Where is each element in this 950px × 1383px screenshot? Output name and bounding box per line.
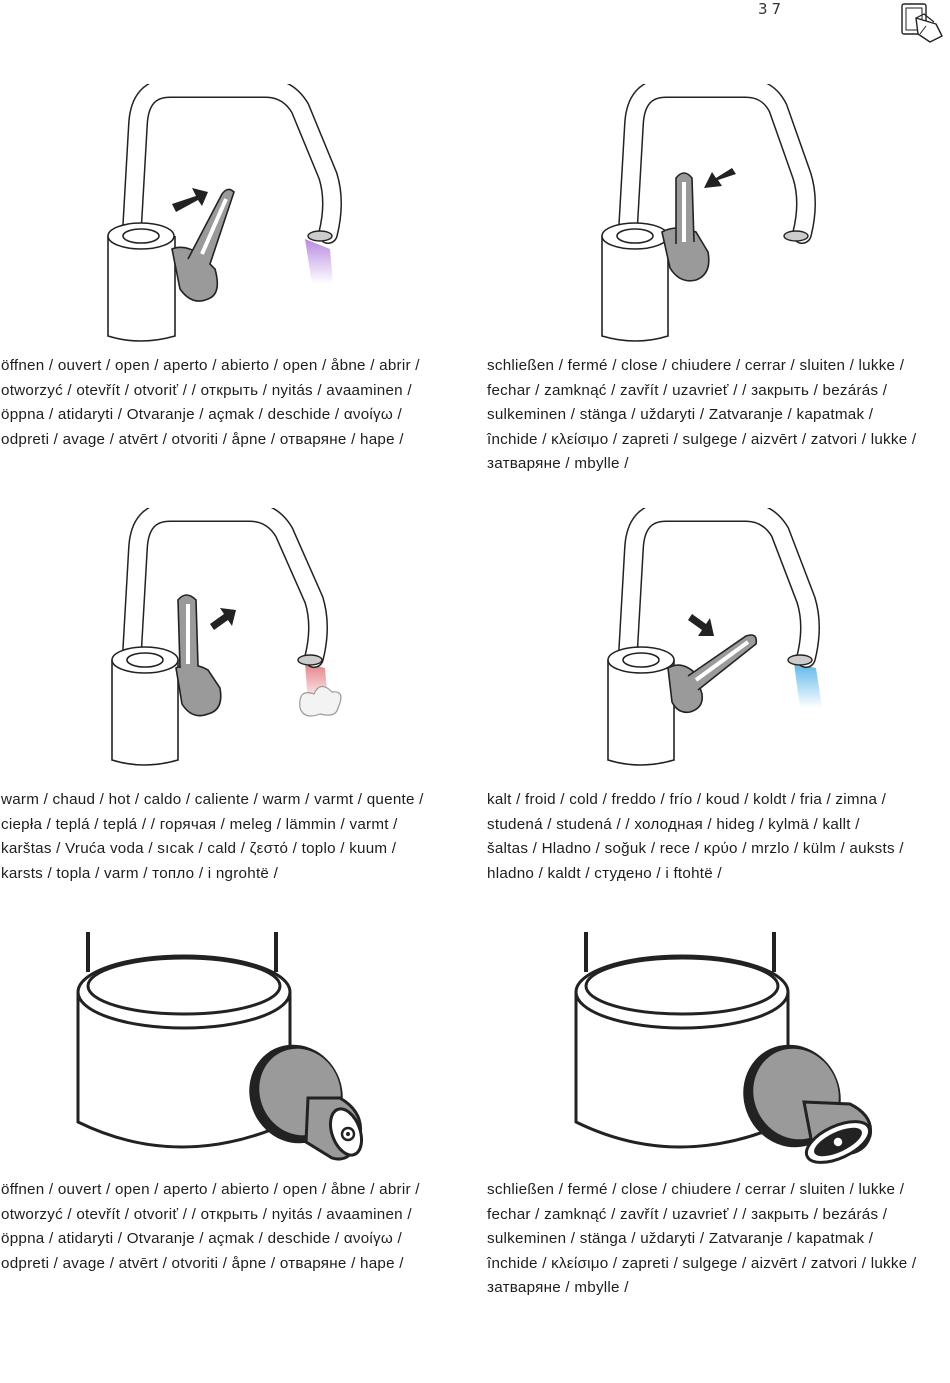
caption-close-detail: schließen / fermé / close / chiudere / c… (487, 1178, 916, 1301)
caption-line: închide / κλείσιμο / zapreti / sulgege /… (487, 430, 917, 448)
caption-open: öffnen / ouvert / open / aperto / abiert… (1, 354, 420, 452)
caption-line: затваряне / mbylle / (487, 1279, 629, 1297)
page-number: 37 (758, 0, 786, 18)
caption-line: öffnen / ouvert / open / aperto / abiert… (1, 1181, 420, 1198)
valve-open-detail-illustration (76, 932, 364, 1161)
caption-line: warm / chaud / hot / caldo / caliente / … (1, 791, 424, 808)
caption-line: otworzyć / otevřít / otvoriť / / открыть… (1, 1205, 412, 1223)
caption-line: öppna / atidaryti / Otvaranje / açmak / … (1, 1230, 402, 1248)
caption-line: închide / κλείσιμο / zapreti / sulgege /… (487, 1254, 917, 1272)
hand-touch-icon (901, 3, 943, 43)
faucet-hot-illustration (111, 508, 342, 766)
caption-line: odpreti / avage / atvērt / otvoriti / åp… (1, 1254, 404, 1272)
caption-line: šaltas / Hladno / soğuk / rece / κρύο / … (487, 840, 904, 858)
caption-line: hladno / kaldt / студено / i ftohtë / (487, 864, 722, 882)
caption-line: kalt / froid / cold / freddo / frío / ko… (487, 791, 887, 808)
faucet-close-illustration (601, 84, 816, 342)
caption-line: studená / studená / / холодная / hideg /… (487, 815, 860, 833)
caption-line: fechar / zamknąć / zavřít / uzavrieť / /… (487, 381, 888, 399)
caption-line: öppna / atidaryti / Otvaranje / açmak / … (1, 406, 402, 424)
faucet-cold-illustration (607, 508, 822, 766)
caption-cold: kalt / froid / cold / freddo / frío / ko… (487, 788, 904, 886)
caption-open-detail: öffnen / ouvert / open / aperto / abiert… (1, 1178, 420, 1276)
caption-line: otworzyć / otevřít / otvoriť / / открыть… (1, 381, 412, 399)
caption-line: sulkeminen / stänga / uždaryti / Zatvara… (487, 1230, 874, 1248)
caption-line: затваряне / mbylle / (487, 455, 629, 473)
caption-line: odpreti / avage / atvērt / otvoriti / åp… (1, 430, 404, 448)
caption-line: fechar / zamknąć / zavřít / uzavrieť / /… (487, 1205, 888, 1223)
caption-line: öffnen / ouvert / open / aperto / abiert… (1, 357, 420, 374)
caption-line: ciepła / teplá / teplá / / горячая / mel… (1, 815, 398, 833)
caption-line: sulkeminen / stänga / uždaryti / Zatvara… (487, 406, 874, 424)
caption-line: schließen / fermé / close / chiudere / c… (487, 357, 905, 374)
caption-line: karsts / topla / varm / топло / i ngroht… (1, 864, 279, 882)
valve-close-detail-illustration (574, 932, 873, 1164)
caption-line: schließen / fermé / close / chiudere / c… (487, 1181, 905, 1198)
caption-close: schließen / fermé / close / chiudere / c… (487, 354, 916, 477)
caption-line: karštas / Vruća voda / sıcak / cald / ζε… (1, 840, 397, 858)
caption-hot: warm / chaud / hot / caldo / caliente / … (1, 788, 424, 886)
faucet-open-illustration (107, 84, 342, 342)
